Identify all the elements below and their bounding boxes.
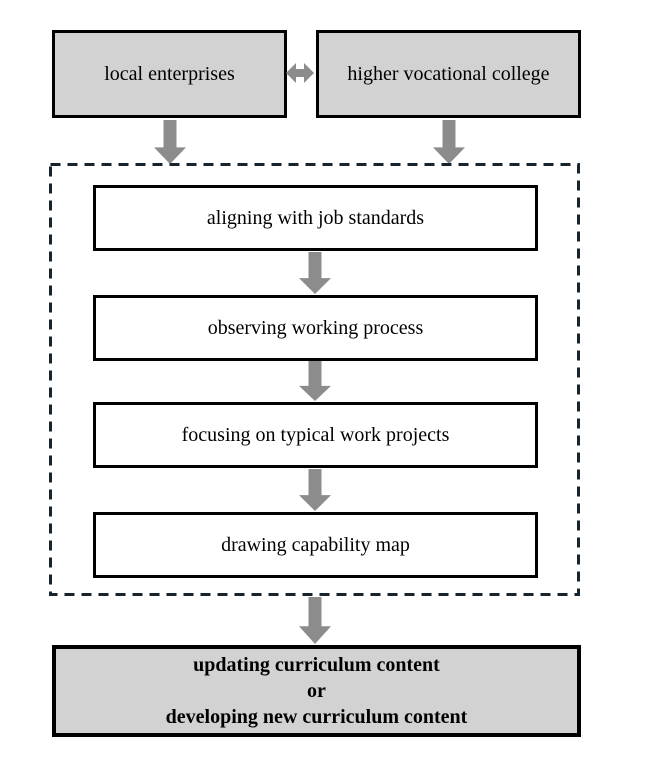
local-enterprises-label: local enterprises — [104, 62, 235, 85]
step-aligning-with-job-standards: aligning with job standards — [93, 185, 538, 251]
dashed-process-frame — [49, 163, 580, 596]
step-label: focusing on typical work projects — [181, 423, 450, 446]
outcome-line-2: or — [307, 680, 326, 702]
outcome-line-1: updating curriculum content — [193, 654, 440, 676]
step-label: drawing capability map — [221, 533, 410, 556]
down-arrow-icon — [299, 361, 331, 401]
step-label: aligning with job standards — [206, 206, 425, 229]
down-arrow-icon — [299, 469, 331, 511]
curriculum-outcome-box: updating curriculum content or developin… — [52, 645, 581, 737]
double-arrow-icon — [286, 62, 314, 84]
down-arrow-icon — [299, 252, 331, 294]
down-arrow-icon — [299, 597, 331, 644]
higher-vocational-college-box: higher vocational college — [316, 30, 581, 118]
down-arrow-icon — [433, 120, 465, 164]
step-label: observing working process — [207, 316, 424, 339]
step-focusing-on-typical-work-projects: focusing on typical work projects — [93, 402, 538, 468]
step-observing-working-process: observing working process — [93, 295, 538, 361]
outcome-line-3: developing new curriculum content — [165, 706, 468, 728]
local-enterprises-box: local enterprises — [52, 30, 287, 118]
step-drawing-capability-map: drawing capability map — [93, 512, 538, 578]
down-arrow-icon — [154, 120, 186, 164]
higher-vocational-college-label: higher vocational college — [347, 62, 550, 85]
